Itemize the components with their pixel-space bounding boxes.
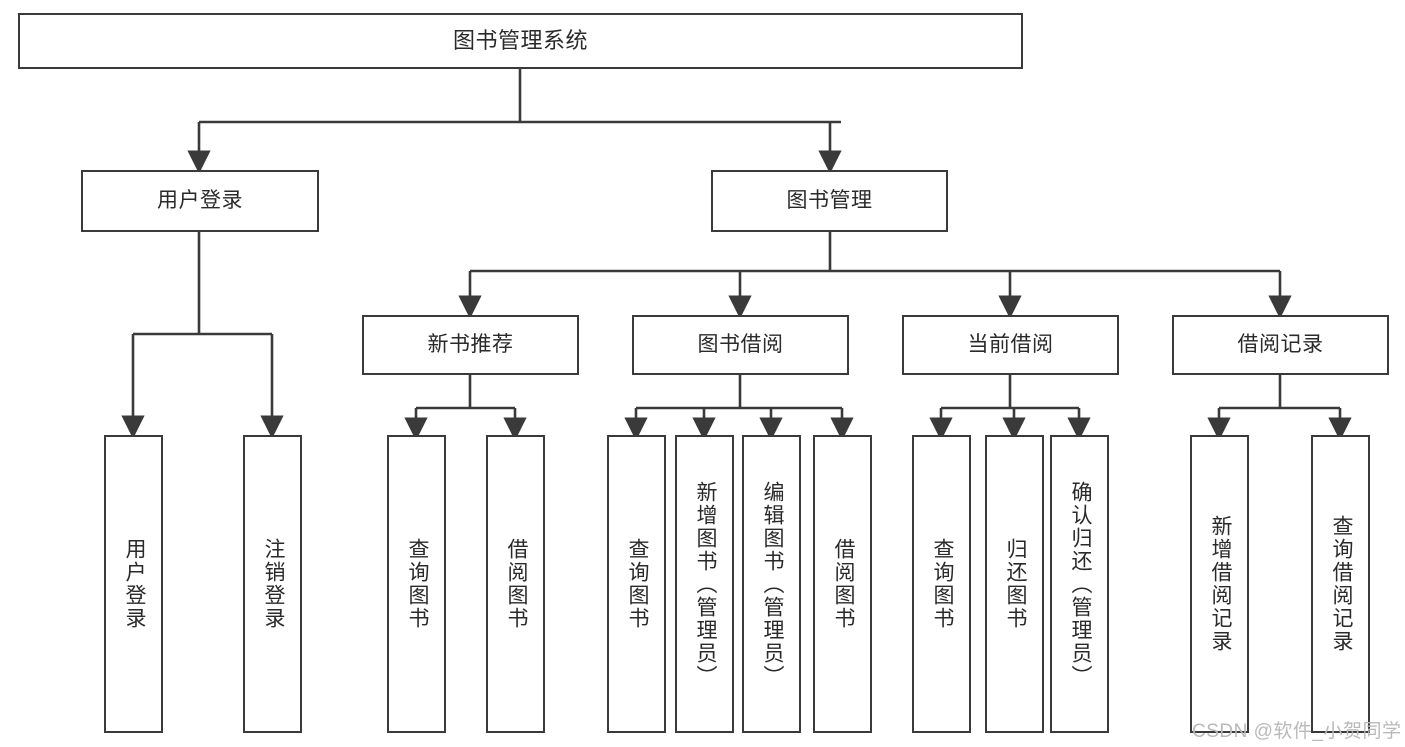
node-leaf-3[interactable]: 借阅图书	[486, 435, 545, 733]
node-level3-2[interactable]: 当前借阅	[902, 315, 1119, 375]
node-leaf-12[interactable]: 查询借阅记录	[1311, 435, 1370, 733]
node-level3-1[interactable]: 图书借阅	[632, 315, 849, 375]
node-leaf-11[interactable]: 新增借阅记录	[1190, 435, 1249, 733]
node-level2-0[interactable]: 用户登录	[81, 170, 319, 232]
node-leaf-1[interactable]: 注销登录	[243, 435, 302, 733]
node-level2-1[interactable]: 图书管理	[711, 170, 948, 232]
node-leaf-2-label: 查询图书	[405, 538, 429, 630]
node-leaf-2[interactable]: 查询图书	[387, 435, 446, 733]
node-level2-0-label: 用户登录	[157, 188, 243, 212]
node-leaf-4-label: 查询图书	[625, 538, 649, 630]
node-level3-0-label: 新书推荐	[427, 332, 514, 356]
node-leaf-3-label: 借阅图书	[504, 538, 528, 630]
node-leaf-9-label: 归还图书	[1003, 538, 1027, 630]
node-leaf-11-label: 新增借阅记录	[1208, 515, 1232, 653]
node-leaf-7[interactable]: 借阅图书	[813, 435, 872, 733]
node-leaf-4[interactable]: 查询图书	[607, 435, 666, 733]
node-leaf-5[interactable]: 新增图书（管理员）	[675, 435, 734, 733]
node-leaf-7-label: 借阅图书	[831, 538, 855, 630]
node-leaf-8-label: 查询图书	[930, 538, 954, 630]
node-leaf-10[interactable]: 确认归还（管理员）	[1050, 435, 1109, 733]
node-root[interactable]: 图书管理系统	[18, 13, 1023, 69]
node-leaf-8[interactable]: 查询图书	[912, 435, 971, 733]
node-level3-3[interactable]: 借阅记录	[1172, 315, 1389, 375]
node-leaf-9[interactable]: 归还图书	[985, 435, 1044, 733]
node-level3-0[interactable]: 新书推荐	[362, 315, 579, 375]
node-leaf-10-label: 确认归还（管理员）	[1068, 480, 1092, 688]
node-root-label: 图书管理系统	[452, 27, 588, 53]
node-leaf-6[interactable]: 编辑图书（管理员）	[742, 435, 801, 733]
node-leaf-5-label: 新增图书（管理员）	[693, 480, 717, 688]
node-level2-1-label: 图书管理	[786, 188, 873, 212]
node-leaf-0[interactable]: 用户登录	[104, 435, 163, 733]
node-level3-3-label: 借阅记录	[1237, 332, 1324, 356]
node-level3-1-label: 图书借阅	[697, 332, 784, 356]
node-leaf-1-label: 注销登录	[261, 538, 285, 630]
node-leaf-0-label: 用户登录	[122, 538, 146, 630]
node-leaf-12-label: 查询借阅记录	[1329, 515, 1353, 653]
node-level3-2-label: 当前借阅	[967, 332, 1054, 356]
node-leaf-6-label: 编辑图书（管理员）	[760, 480, 784, 688]
